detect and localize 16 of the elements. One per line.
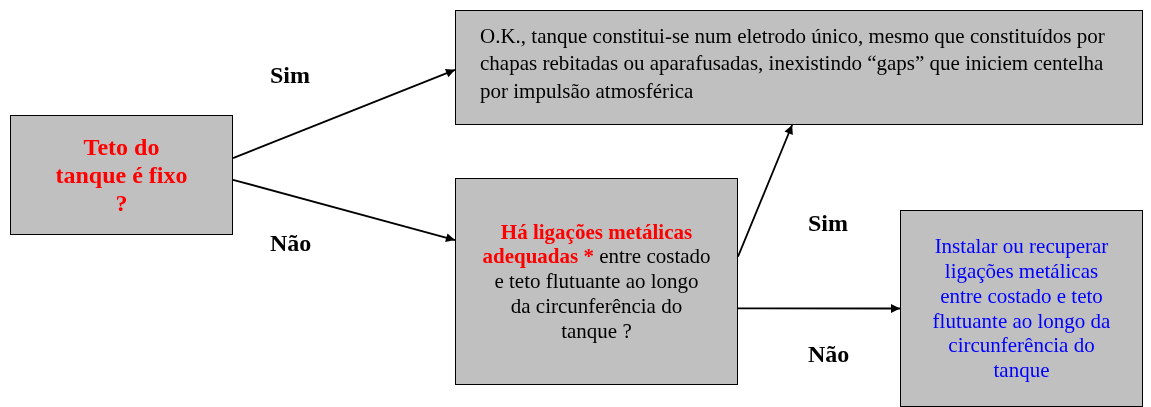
box-text: Instalar ou recuperar ligações metálicas entre costado e teto flutuante ao longo da circunferência do tanque [931,234,1112,383]
box-text: Teto do tanque é fixo ? [54,132,189,218]
arrow [232,68,456,160]
arrow [737,304,901,313]
box-text: O.K., tanque constitui-se num eletrodo único, mesmo que constituídos por chapas rebitadas ou aparafusadas, inexistindo “gaps” que iniciem centelha por impulsão atmosférica [480,23,1106,105]
edge-label: Sim [808,210,848,237]
arrow [737,124,793,258]
decision-box [455,178,738,385]
edge-label: Não [808,341,850,368]
process-box [455,10,1143,125]
box-text: Há ligações metálicas adequadas * entre costado e teto flutuante ao longo da circunferência do tanque ? [482,219,711,344]
process-box [900,210,1143,407]
decision-box [10,115,233,235]
edge-label: Sim [270,62,310,89]
arrow [232,178,456,243]
edge-label: Não [270,230,312,257]
